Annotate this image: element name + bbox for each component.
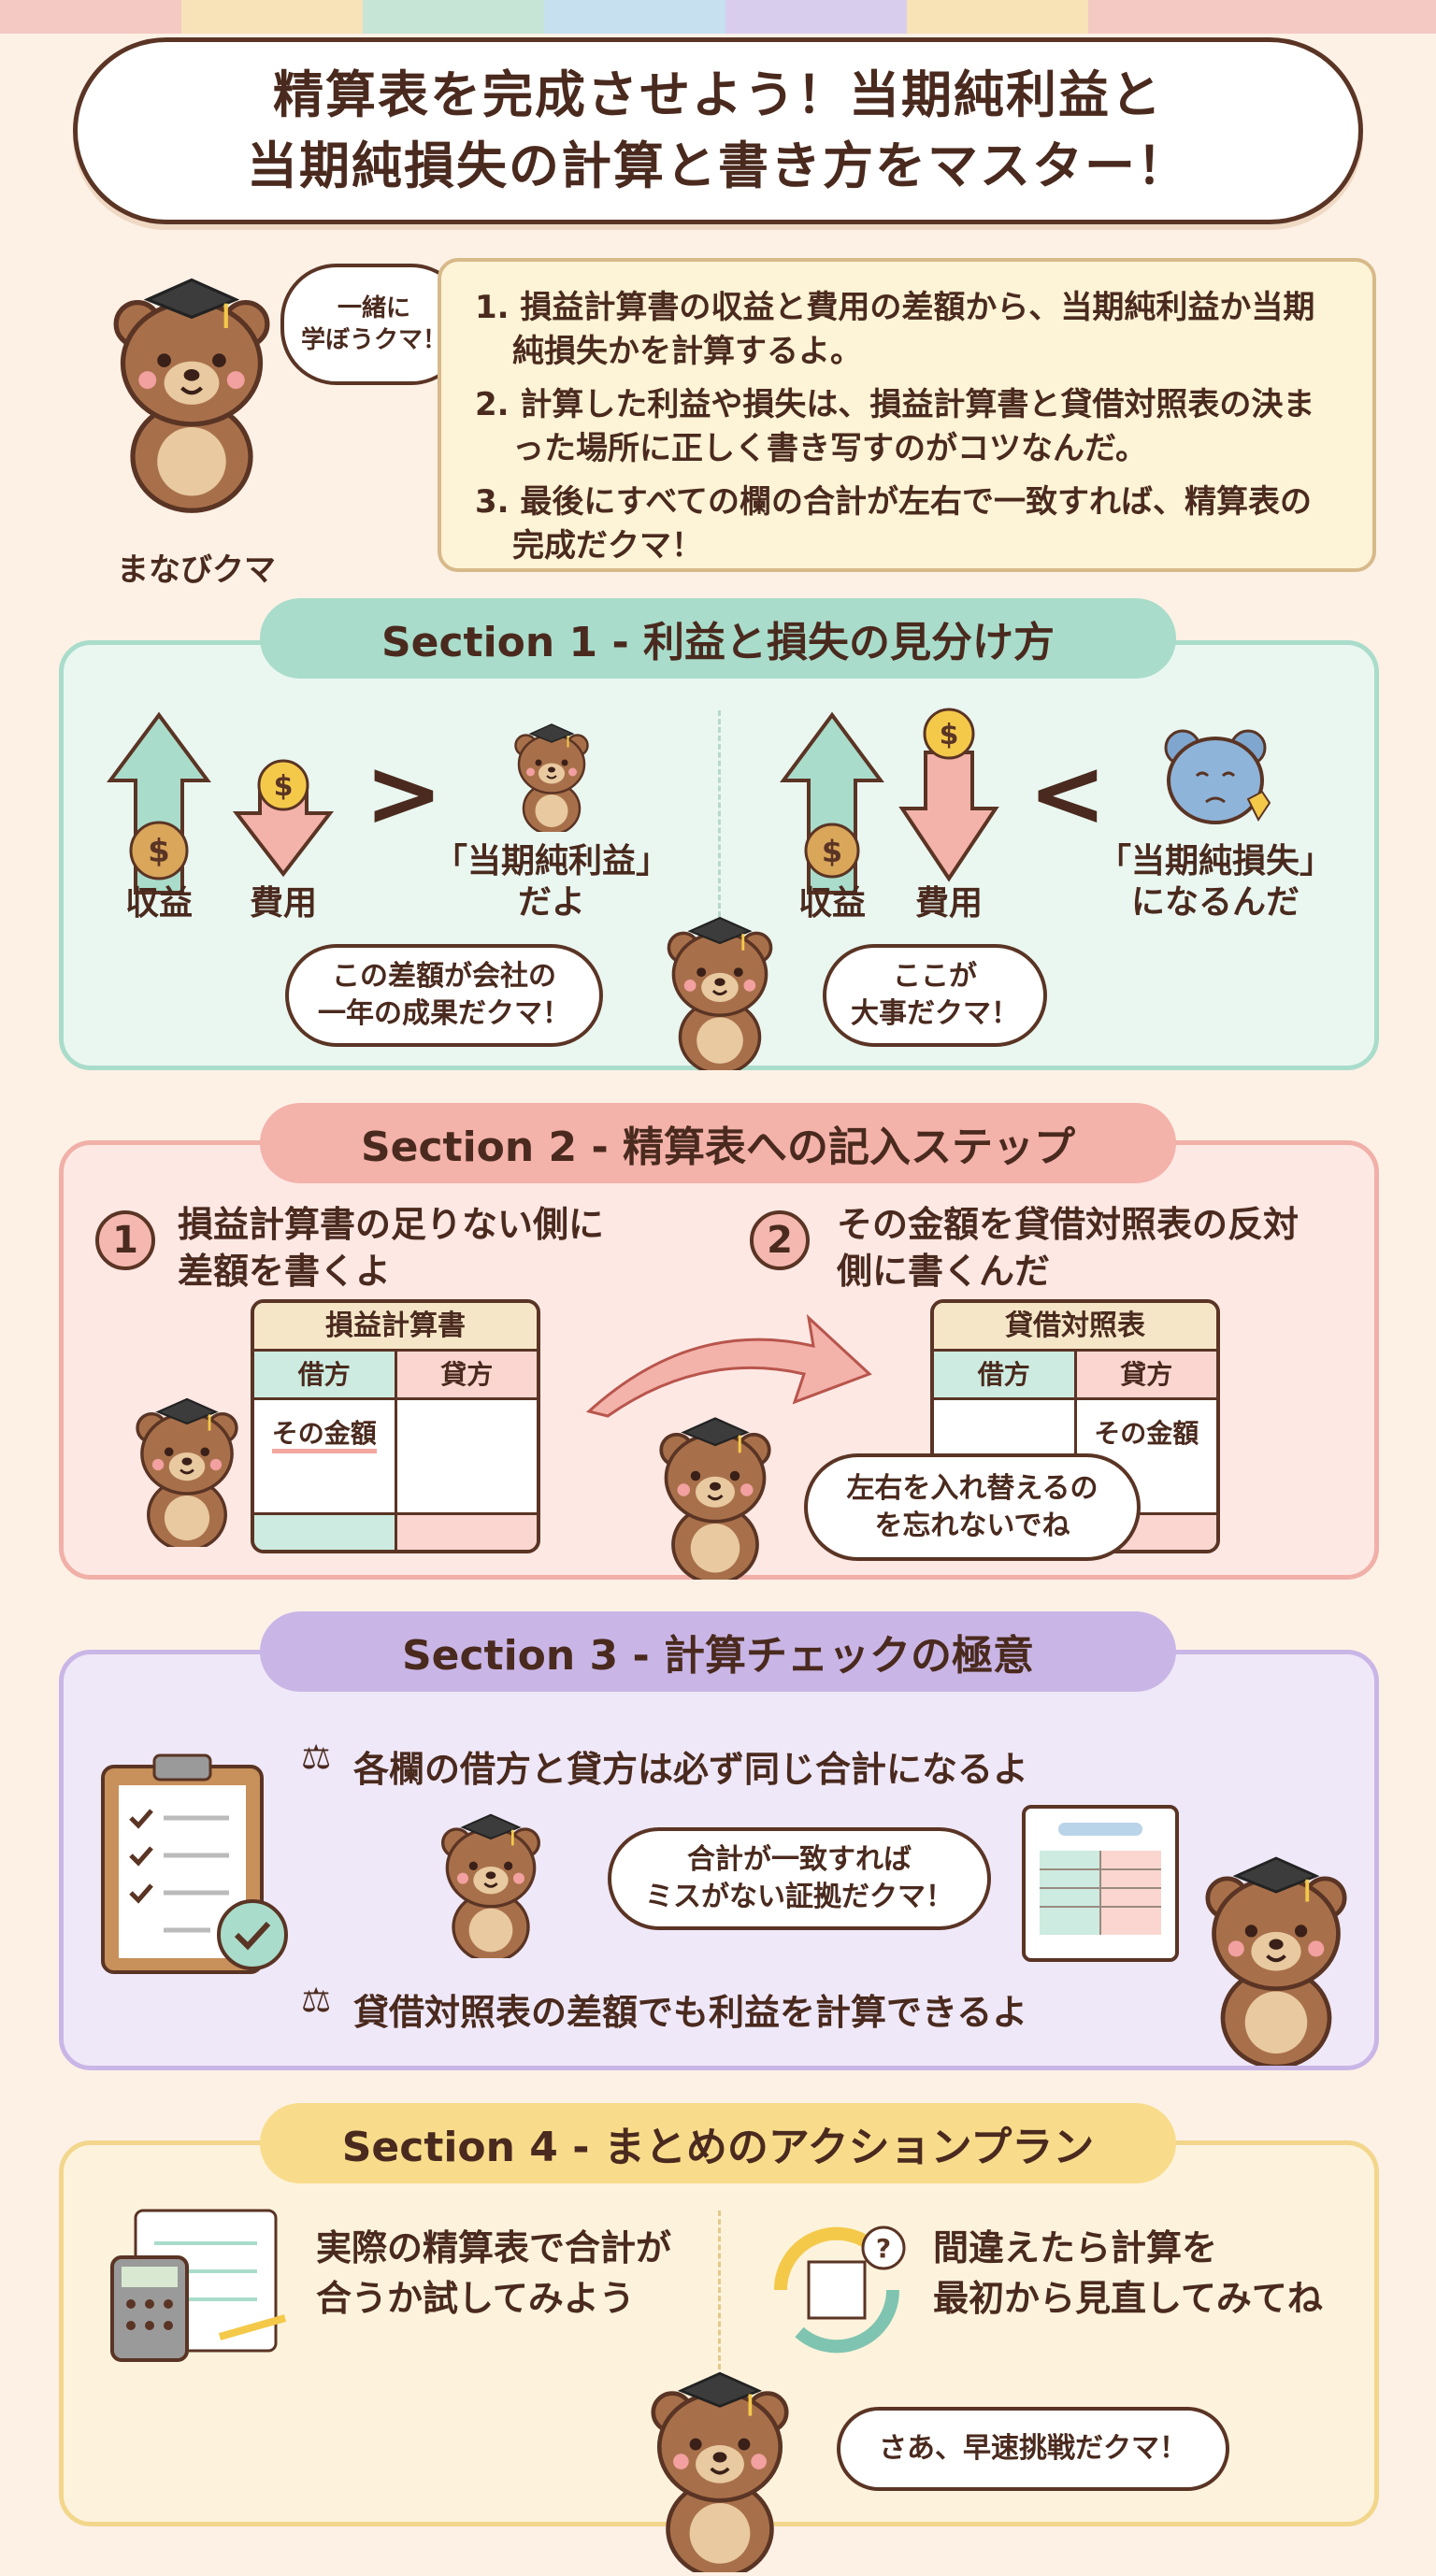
action-1-text: 実際の精算表で合計が 合うか試してみよう [316, 2227, 672, 2319]
expense-label: 費用 [249, 884, 317, 923]
section-3-title: Section 3 - 計算チェックの極意 [260, 1611, 1176, 1692]
spreadsheet-icon [1022, 1805, 1179, 1962]
happy-bear-icon [495, 720, 608, 836]
divider [718, 710, 721, 925]
banner-stripe [907, 0, 1088, 34]
revenue-up-arrow-icon: $ [780, 711, 884, 894]
scale-icon: ⚖ [301, 1982, 332, 2020]
intro-point-1: 1. 損益計算書の収益と費用の差額から、当期純利益か当期純損失かを計算するよ。 [475, 289, 1315, 370]
sad-bear-icon [1164, 729, 1271, 824]
speech-bubble: この差額が会社の 一年の成果だクマ！ [285, 944, 603, 1047]
credit-header: 貸方 [1076, 1352, 1216, 1397]
bear-with-pointer-icon [1187, 1846, 1365, 2069]
divider [718, 2211, 721, 2369]
step-number: 2 [750, 1210, 810, 1270]
bear-icon [645, 1411, 785, 1585]
expense-down-arrow-icon: $ [232, 759, 335, 878]
revenue-label: 収益 [124, 884, 193, 923]
calculator-worksheet-icon [110, 2209, 287, 2362]
bear-thumbs-up-icon [626, 2365, 813, 2576]
step-number: 1 [95, 1210, 155, 1270]
scale-icon: ⚖ [301, 1739, 332, 1777]
svg-text:$: $ [148, 833, 170, 870]
revenue-label: 収益 [797, 884, 866, 923]
revenue-up-arrow-icon: $ [107, 711, 211, 894]
action-2-text: 間違えたら計算を 最初から見直してみてね [933, 2227, 1323, 2319]
less-than-symbol: < [1028, 738, 1107, 848]
banner-stripe [725, 0, 907, 34]
debit-header: 借方 [934, 1352, 1077, 1397]
amount-entry: その金額 [271, 1418, 377, 1453]
table-title: 損益計算書 [254, 1303, 537, 1352]
svg-text:?: ? [876, 2233, 891, 2264]
amount-entry: その金額 [1094, 1418, 1199, 1449]
bear-with-pencil-icon [122, 1393, 252, 1553]
banner-stripe [0, 0, 181, 34]
step-1-text: 損益計算書の足りない側に 差額を書くよ [178, 1204, 605, 1292]
banner-stripe [1088, 0, 1436, 34]
banner-stripe [363, 0, 544, 34]
expense-label: 費用 [914, 884, 983, 923]
table-title: 貸借対照表 [934, 1303, 1216, 1352]
intro-point-3: 3. 最後にすべての欄の合計が左右で一致すれば、精算表の完成だクマ！ [475, 483, 1313, 565]
speech-bubble: 一緒に 学ぼうクマ！ [280, 264, 467, 385]
credit-header: 貸方 [396, 1352, 537, 1397]
speech-bubble: さあ、早速挑戦だクマ！ [837, 2407, 1229, 2491]
section-2-title: Section 2 - 精算表への記入ステップ [260, 1103, 1176, 1183]
intro-point-2: 2. 計算した利益や損失は、損益計算書と貸借対照表の決まった場所に正しく書き写す… [475, 386, 1315, 467]
title-line-1: 精算表を完成させよう！当期純利益と [273, 65, 1163, 124]
debit-header: 借方 [254, 1352, 397, 1397]
income-statement-table: 損益計算書 借方貸方 その金額 [251, 1299, 540, 1553]
check-point-1: 各欄の借方と貸方は必ず同じ合計になるよ [353, 1749, 1029, 1790]
title-line-2: 当期純損失の計算と書き方をマスター！ [247, 136, 1189, 195]
section-1-title: Section 1 - 利益と損失の見分け方 [260, 598, 1176, 679]
page-title: 精算表を完成させよう！当期純利益と 当期純損失の計算と書き方をマスター！ [73, 37, 1363, 224]
speech-bubble: ここが 大事だクマ！ [823, 944, 1047, 1047]
net-income-label: 「当期純利益」 だよ [433, 842, 669, 922]
review-cycle-icon: ? [773, 2225, 906, 2354]
speech-bubble: 左右を入れ替えるの を忘れないでね [804, 1453, 1141, 1561]
mascot-bear [93, 252, 290, 523]
intro-panel: 1. 損益計算書の収益と費用の差額から、当期純利益か当期純損失かを計算するよ。 … [438, 258, 1376, 572]
net-loss-label: 「当期純損失」 になるんだ [1097, 842, 1333, 922]
check-point-2: 貸借対照表の差額でも利益を計算できるよ [353, 1992, 1028, 2033]
bear-icon [645, 911, 795, 1076]
mascot-name: まなびクマ [117, 551, 276, 589]
section-4-title: Section 4 - まとめのアクションプラン [260, 2103, 1176, 2183]
banner-stripe [544, 0, 725, 34]
svg-text:$: $ [940, 719, 959, 751]
banner-stripe [181, 0, 363, 34]
svg-text:$: $ [822, 834, 842, 869]
curved-arrow-icon [585, 1313, 872, 1418]
greater-than-symbol: > [365, 738, 443, 848]
svg-text:$: $ [274, 770, 294, 803]
checklist-clipboard-icon [101, 1753, 288, 1974]
bear-with-magnifier-icon [411, 1809, 570, 1963]
speech-bubble: 合計が一致すれば ミスがない証拠だクマ！ [608, 1827, 991, 1930]
step-2-text: その金額を貸借対照表の反対 側に書くんだ [837, 1204, 1300, 1292]
expense-down-arrow-icon: $ [898, 708, 999, 882]
